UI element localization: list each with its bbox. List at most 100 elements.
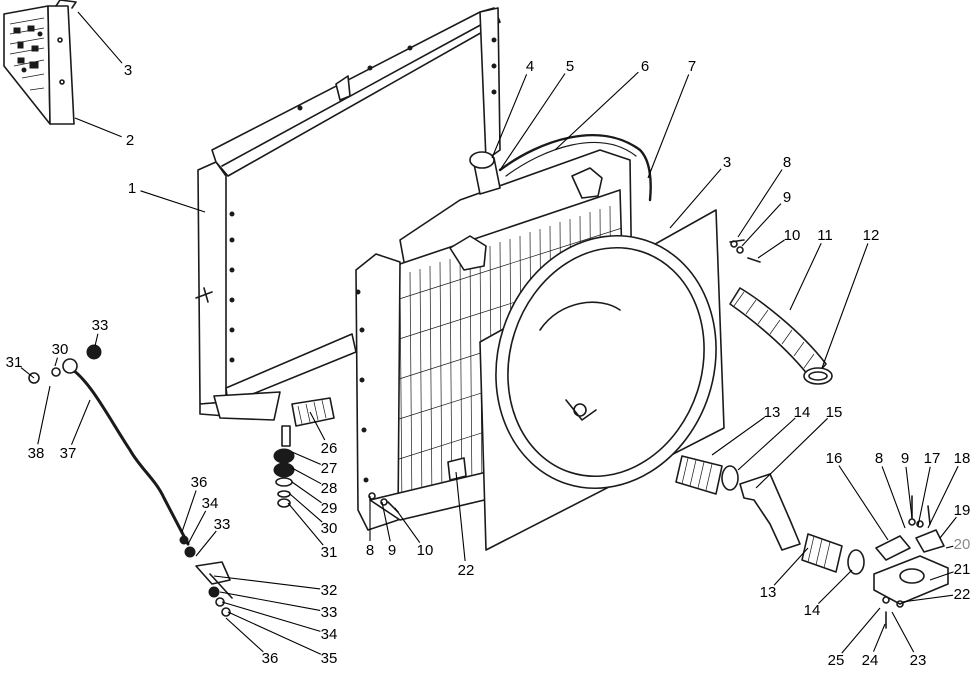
callout-label: 7 [688,58,696,75]
callout-leader [872,623,886,652]
callout-leader [737,169,783,238]
callout-leaders [20,11,959,655]
callout-leader [669,168,722,229]
callout-leader [291,451,321,465]
callout-leader [838,465,889,541]
callout-label: 3 [124,62,132,79]
callout-label: 33 [92,317,109,334]
callout-leader [757,239,785,259]
callout-leader [773,547,809,586]
callout-leader [225,617,264,653]
callout-leader [499,73,566,171]
callout-label: 24 [862,652,879,669]
callout-label: 10 [417,542,434,559]
callout-label: 9 [783,189,791,206]
callout-label: 34 [321,626,338,643]
callout-label: 29 [321,500,338,517]
callout-leader [901,594,954,603]
callout-label: 10 [784,227,801,244]
callout-leader [891,611,915,653]
callout-label: 12 [863,227,880,244]
callout-label: 30 [321,520,338,537]
callout-label: 1 [128,180,136,197]
callout-leader [74,117,122,138]
callout-leader [221,601,321,632]
callout-label: 11 [817,227,833,244]
callout-label: 13 [764,404,781,421]
callout-label: 16 [826,450,843,467]
callout-leader [491,74,528,159]
callout-leader [181,490,197,533]
callout-leader [917,466,931,527]
callout-label: 6 [641,58,649,75]
callout-label: 30 [52,341,69,358]
callout-leader [287,502,324,546]
callout-label: 21 [954,561,971,578]
callout-leader [711,416,766,456]
callout-label: 36 [191,474,208,491]
callout-label: 32 [321,582,338,599]
callout-label: 4 [526,58,534,75]
callout-leader [945,545,954,549]
callout-leader [54,357,59,367]
callout-leader [37,385,51,445]
callout-label: 22 [954,586,971,603]
callout-label: 13 [760,584,777,601]
callout-leader [394,507,421,544]
callout-leader [741,203,782,247]
callout-label: 20 [954,536,971,553]
callout-leader [554,71,639,151]
callout-label: 31 [321,544,338,561]
callout-label: 2 [126,132,134,149]
callout-label: 17 [924,450,941,467]
callout-leader [939,516,957,539]
callout-leader [213,575,321,590]
callout-label: 33 [321,604,338,621]
callout-leader [291,481,322,504]
callout-label: 31 [6,354,23,371]
callout-label: 8 [783,154,791,171]
callout-label: 28 [321,480,338,497]
callout-leader [881,466,906,529]
callout-leader [927,465,959,529]
callout-label: 8 [366,542,374,559]
callout-leader [647,74,690,179]
callout-leader [818,569,853,604]
callout-label: 38 [28,445,45,462]
callout-leader [289,493,323,523]
callout-leader [381,501,391,542]
callout-leader [755,417,828,489]
callout-leader [291,467,322,485]
callout-leader [140,190,206,213]
thermostat-housing [873,495,949,629]
callout-label: 14 [804,602,821,619]
callout-label: 18 [954,450,971,467]
radiator-frame [195,7,501,421]
callout-label: 34 [202,495,219,512]
callout-leader [219,591,321,611]
callout-label: 35 [321,650,338,667]
callout-leader [70,399,91,445]
callout-label: 25 [828,652,845,669]
mount-pad-stack [273,397,467,513]
callout-label: 5 [566,58,574,75]
callout-label: 9 [388,542,396,559]
callout-label: 36 [262,650,279,667]
callout-leader [929,571,954,581]
callout-leader [841,607,881,654]
callout-label: 15 [826,404,843,421]
upper-hose [729,239,833,385]
callout-label: 9 [901,450,909,467]
bracket-detail [3,0,77,125]
callout-leader [821,243,869,369]
callout-label: 14 [794,404,811,421]
callout-leader [455,471,466,562]
callout-label: 23 [910,652,927,669]
callout-label: 37 [60,445,77,462]
callout-leader [789,242,822,311]
callout-label: 3 [723,154,731,171]
callout-leader [20,367,35,379]
callout-label: 26 [321,440,338,457]
